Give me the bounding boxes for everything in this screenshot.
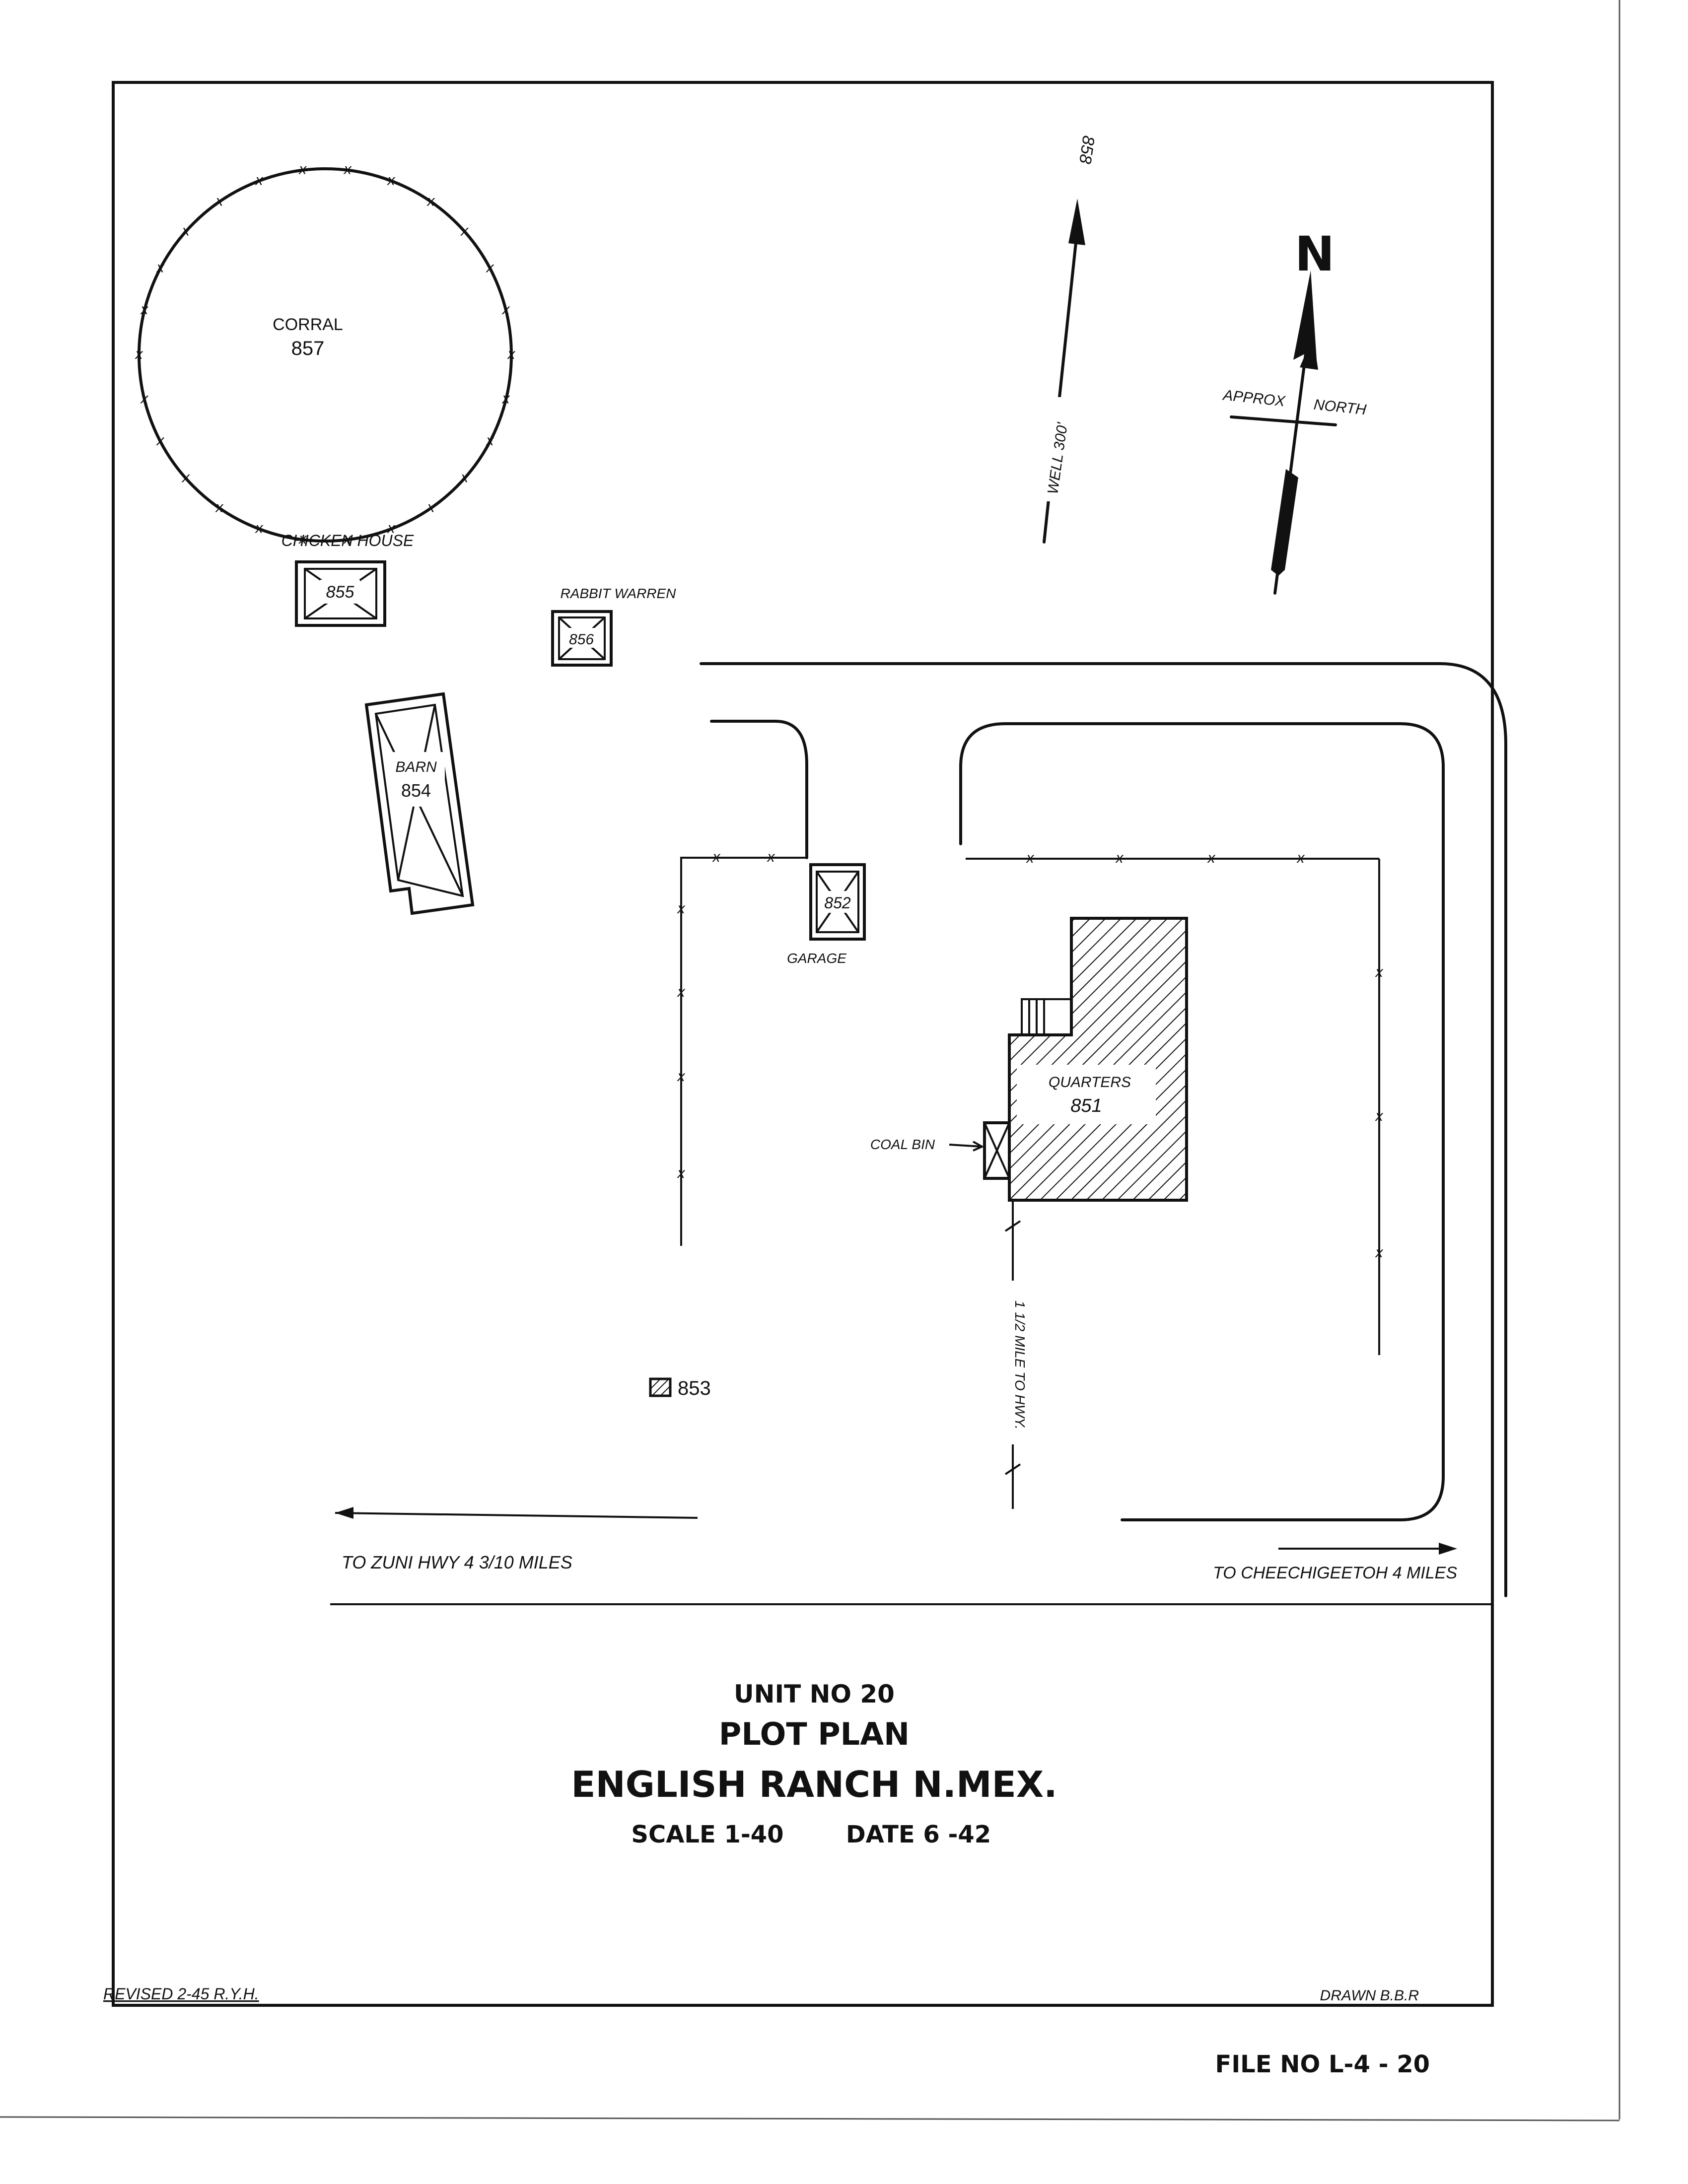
garage-852: 852 GARAGE	[787, 863, 866, 966]
chicken-house-label: CHICKEN HOUSE	[281, 532, 414, 549]
corral-fence-marker: x	[135, 346, 143, 362]
coal-bin-label: COAL BIN	[870, 1137, 935, 1152]
corral-fence-marker: x	[298, 161, 307, 178]
fence-marker: x	[677, 984, 686, 1000]
corral-fence-marker: x	[181, 470, 190, 486]
corral-fence-marker: x	[501, 391, 510, 407]
corral-fence-marker: x	[386, 172, 395, 188]
hwy-distance-label: 1 1/2 MILE TO HWY.	[1012, 1300, 1028, 1430]
fence-markers: x x x x x x x x x x x x x	[677, 849, 1384, 1261]
corral-fence-marker: x	[214, 193, 223, 209]
rabbit-warren-number: 856	[569, 631, 594, 648]
drawn-note: DRAWN B.B.R	[1320, 1987, 1419, 2004]
fence-marker: x	[712, 849, 721, 865]
corral-fence-marker: x	[460, 222, 469, 239]
well-858: WELL 300' 858	[1043, 135, 1098, 544]
corral-fence-marker: x	[426, 193, 435, 209]
title-block: UNIT NO 20 PLOT PLAN ENGLISH RANCH N.MEX…	[571, 1680, 1057, 1848]
outbuilding-853: 853	[649, 1377, 711, 1399]
hwy-distance-dimension: 1 1/2 MILE TO HWY.	[985, 1200, 1040, 1509]
file-number: FILE NO L-4 - 20	[1215, 2050, 1430, 2078]
corral-fence-marker: x	[140, 391, 148, 407]
north-label-right: NORTH	[1313, 397, 1367, 418]
corral-label: CORRAL	[273, 315, 343, 334]
road-west-label: TO ZUNI HWY 4 3/10 MILES	[342, 1552, 572, 1572]
title-plan-type: PLOT PLAN	[719, 1716, 910, 1752]
corral-fence-marker: x	[426, 499, 435, 516]
corral-fence-marker: x	[181, 222, 190, 239]
fence-marker: x	[1296, 850, 1305, 866]
fences: x x x x x x x x x x x x x	[677, 849, 1384, 1355]
fence-marker: x	[677, 1165, 686, 1181]
title-scale: SCALE 1-40	[631, 1821, 783, 1848]
corral-fence-marker: x	[343, 531, 352, 547]
rabbit-warren-856: RABBIT WARREN 856	[551, 586, 677, 667]
page-bottom-edge	[0, 2116, 1620, 2121]
corral-fence-marker: x	[298, 531, 307, 547]
quarters-label: QUARTERS	[1049, 1074, 1131, 1091]
fence-marker: x	[1115, 850, 1124, 866]
corral-fence-marker: x	[460, 470, 469, 486]
chicken-house-number: 855	[326, 583, 354, 602]
corral-857: x x x x x x x x x x x x x x x x x x x x x x x x x x CORRAL 857	[135, 161, 516, 547]
corral-fence-marker: x	[140, 301, 148, 318]
north-letter: N	[1295, 226, 1335, 282]
corral-fence-marker: x	[386, 520, 395, 537]
quarters-number: 851	[1070, 1095, 1102, 1116]
corral-fence-marker: x	[255, 172, 264, 188]
title-date: DATE 6 -42	[846, 1821, 991, 1848]
corral-fence-marker: x	[507, 346, 516, 362]
rabbit-warren-label: RABBIT WARREN	[561, 586, 677, 601]
title-location: ENGLISH RANCH N.MEX.	[571, 1764, 1057, 1805]
north-label-left: APPROX	[1221, 387, 1286, 410]
corral-fence-marker: x	[214, 499, 223, 516]
fence-marker: x	[1207, 850, 1216, 866]
road-east-label: TO CHEECHIGEETOH 4 MILES	[1213, 1564, 1457, 1582]
well-number: 858	[1075, 135, 1098, 165]
fence-marker: x	[677, 1068, 686, 1085]
corral-fence-marker: x	[155, 260, 164, 276]
corral-number: 857	[291, 338, 325, 359]
corral-fence-marker: x	[155, 432, 164, 449]
barn-number: 854	[401, 780, 431, 801]
quarters-851: QUARTERS 851 COAL BIN	[870, 917, 1188, 1202]
garage-label: GARAGE	[787, 951, 846, 966]
drawing-border	[112, 81, 1494, 2007]
highway-directions: TO ZUNI HWY 4 3/10 MILES TO CHEECHIGEETO…	[330, 1507, 1492, 1605]
corral-fence-marker: x	[501, 301, 510, 318]
title-unit: UNIT NO 20	[734, 1680, 895, 1708]
fence-marker: x	[1375, 1244, 1384, 1261]
garage-number: 852	[824, 894, 851, 912]
north-arrow: N APPROX NORTH	[1221, 226, 1367, 595]
corral-fence-marker: x	[486, 260, 494, 276]
barn-854: BARN 854	[364, 692, 475, 915]
barn-label: BARN	[395, 759, 437, 775]
fence-marker: x	[1375, 1108, 1384, 1124]
revised-note: REVISED 2-45 R.Y.H.	[103, 1985, 259, 2003]
corral-fence-marker: x	[255, 520, 264, 537]
corral-fence-markers: x x x x x x x x x x x x x x x x x x x x x x x x x x	[135, 161, 516, 547]
fence-marker: x	[1375, 964, 1384, 980]
corral-fence-marker: x	[343, 161, 352, 178]
outbuilding-number: 853	[678, 1377, 711, 1399]
chicken-house-855: CHICKEN HOUSE 855	[281, 532, 414, 627]
fence-marker: x	[1026, 850, 1035, 866]
fence-marker: x	[767, 849, 775, 865]
roads	[700, 662, 1507, 1597]
fence-marker: x	[677, 900, 686, 917]
corral-fence-marker: x	[486, 432, 494, 449]
